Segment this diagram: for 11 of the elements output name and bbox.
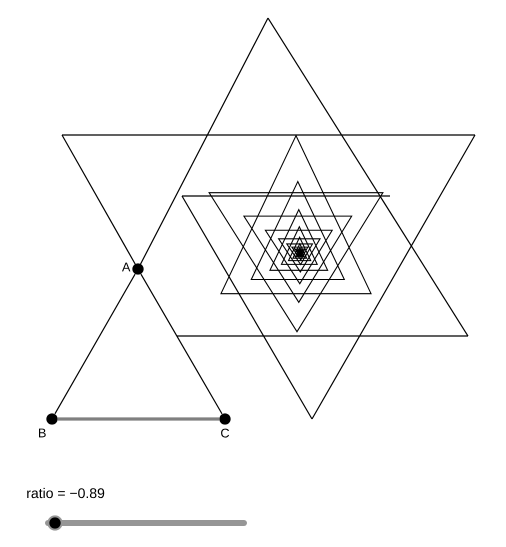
slider-label: ratio = −0.89: [27, 488, 104, 498]
point-label: B: [39, 428, 46, 438]
line-segment: [58, 417, 220, 421]
slider-knob: [47, 515, 63, 531]
point: [219, 413, 231, 425]
point: [46, 413, 58, 425]
point-label: C: [221, 428, 230, 438]
point: [132, 263, 144, 275]
line-segment: [140, 274, 223, 414]
point-label: A: [122, 262, 130, 272]
line-segment: [54, 274, 136, 414]
